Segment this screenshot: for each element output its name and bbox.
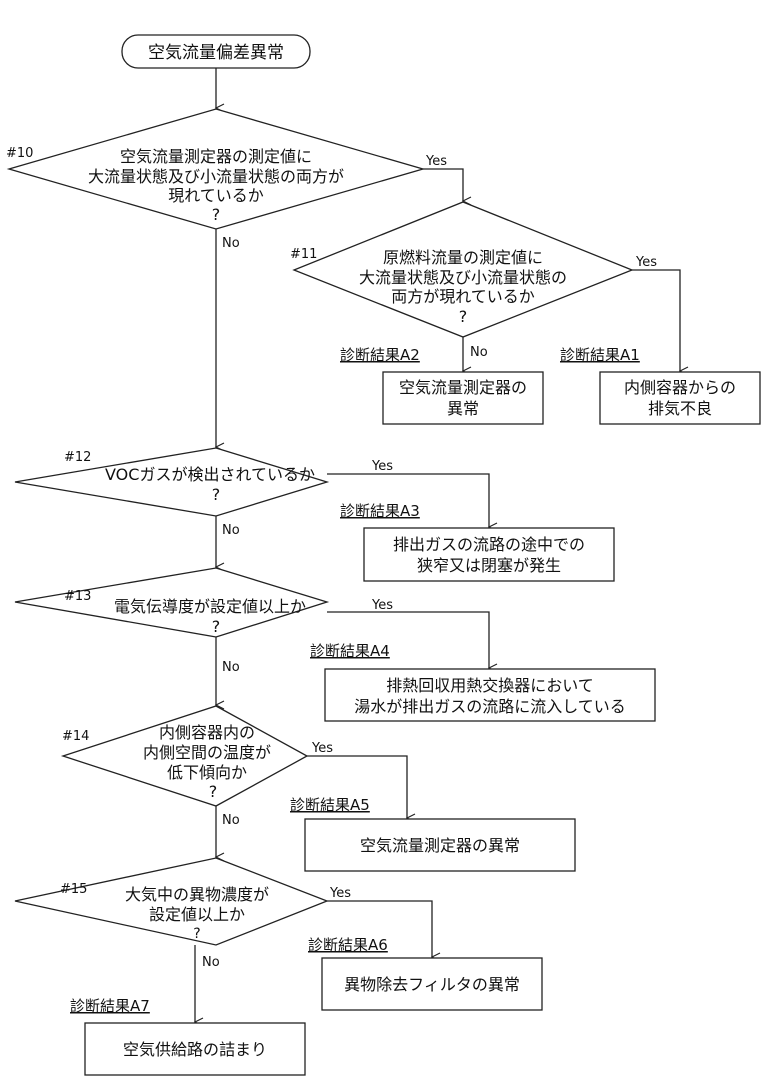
decision-text-line: 設定値以上か [149, 905, 245, 924]
connector [423, 169, 463, 201]
decision-10: #10 空気流量測定器の測定値に 大流量状態及び小流量状態の両方が 現れているか… [6, 109, 423, 229]
no-label: No [470, 345, 488, 360]
result-box-a5: 空気流量測定器の異常 [305, 819, 575, 871]
decision-text-line: 空気流量測定器の測定値に [120, 147, 312, 166]
result-text-line: 空気流量測定器の [399, 378, 527, 397]
no-label: No [222, 523, 240, 538]
decision-text-line: ? [459, 307, 468, 326]
no-label: No [202, 955, 220, 970]
decision-13: #13 電気伝導度が設定値以上か ? [15, 568, 327, 637]
decision-text-line: 電気伝導度が設定値以上か [114, 597, 306, 616]
decision-14: #14 内側容器内の 内側空間の温度が 低下傾向か ? [62, 706, 307, 806]
result-text-line: 空気供給路の詰まり [123, 1040, 267, 1059]
decision-text-line: 大流量状態及び小流量状態の [359, 268, 567, 287]
no-label: No [222, 813, 240, 828]
decision-12: #12 VOCガスが検出されているか ? [15, 448, 327, 516]
result-box-a2: 空気流量測定器の 異常 [383, 372, 543, 424]
step-id: #13 [64, 589, 91, 604]
yes-label: Yes [311, 741, 333, 756]
decision-text-line: 大流量状態及び小流量状態の両方が [88, 167, 344, 186]
decision-text-line: 内側容器内の [159, 723, 255, 742]
decision-text-line: ? [212, 205, 221, 224]
decision-text-line: ? [212, 617, 221, 636]
result-box-a4: 排熱回収用熱交換器において 湯水が排出ガスの流路に流入している [325, 669, 655, 721]
result-text-line: 異物除去フィルタの異常 [344, 975, 520, 994]
result-label-a4: 診断結果A4 [310, 642, 390, 660]
no-label: No [222, 660, 240, 675]
result-box-a1: 内側容器からの 排気不良 [600, 372, 760, 424]
result-label-a2: 診断結果A2 [340, 346, 420, 364]
start-label: 空気流量偏差異常 [148, 43, 284, 63]
decision-text-line: VOCガスが検出されているか [105, 465, 315, 484]
step-id: #11 [290, 247, 317, 262]
decision-text-line: ? [212, 485, 221, 504]
decision-text-line: 低下傾向か [167, 763, 247, 782]
step-id: #15 [60, 882, 87, 897]
decision-11: #11 原燃料流量の測定値に 大流量状態及び小流量状態の 両方が現れているか ? [290, 202, 632, 337]
result-box-a3: 排出ガスの流路の途中での 狭窄又は閉塞が発生 [364, 528, 614, 581]
yes-label: Yes [329, 886, 351, 901]
no-label: No [222, 236, 240, 251]
decision-text-line: 大気中の異物濃度が [125, 885, 269, 904]
step-id: #12 [64, 450, 91, 465]
decision-text-line: 内側空間の温度が [143, 743, 271, 762]
result-text-line: 空気流量測定器の異常 [360, 836, 520, 855]
result-text-line: 湯水が排出ガスの流路に流入している [354, 697, 626, 716]
yes-label: Yes [635, 255, 657, 270]
result-text-line: 内側容器からの [624, 378, 736, 397]
result-label-a1: 診断結果A1 [560, 346, 640, 364]
step-id: #10 [6, 146, 33, 161]
result-label-a6: 診断結果A6 [308, 936, 388, 954]
yes-label: Yes [425, 154, 447, 169]
result-text-line: 異常 [447, 399, 479, 418]
decision-text-line: ? [209, 782, 218, 801]
decision-text-line: 原燃料流量の測定値に [383, 248, 543, 267]
decision-15: #15 大気中の異物濃度が 設定値以上か ? [15, 858, 327, 945]
result-text-line: 排気不良 [648, 399, 712, 418]
decision-text-line: 両方が現れているか [391, 287, 535, 306]
result-text-line: 排熱回収用熱交換器において [386, 676, 594, 695]
start-terminal: 空気流量偏差異常 [122, 35, 310, 68]
result-box-a6: 異物除去フィルタの異常 [322, 958, 542, 1010]
decision-text-line: ? [193, 926, 200, 942]
yes-label: Yes [371, 598, 393, 613]
result-label-a7: 診断結果A7 [70, 997, 150, 1015]
result-label-a3: 診断結果A3 [340, 502, 420, 520]
yes-label: Yes [371, 459, 393, 474]
result-text-line: 狭窄又は閉塞が発生 [417, 556, 561, 575]
result-box-a7: 空気供給路の詰まり [85, 1023, 305, 1075]
decision-text-line: 現れているか [168, 186, 264, 205]
step-id: #14 [62, 729, 89, 744]
result-label-a5: 診断結果A5 [290, 796, 370, 814]
result-text-line: 排出ガスの流路の途中での [393, 535, 585, 554]
